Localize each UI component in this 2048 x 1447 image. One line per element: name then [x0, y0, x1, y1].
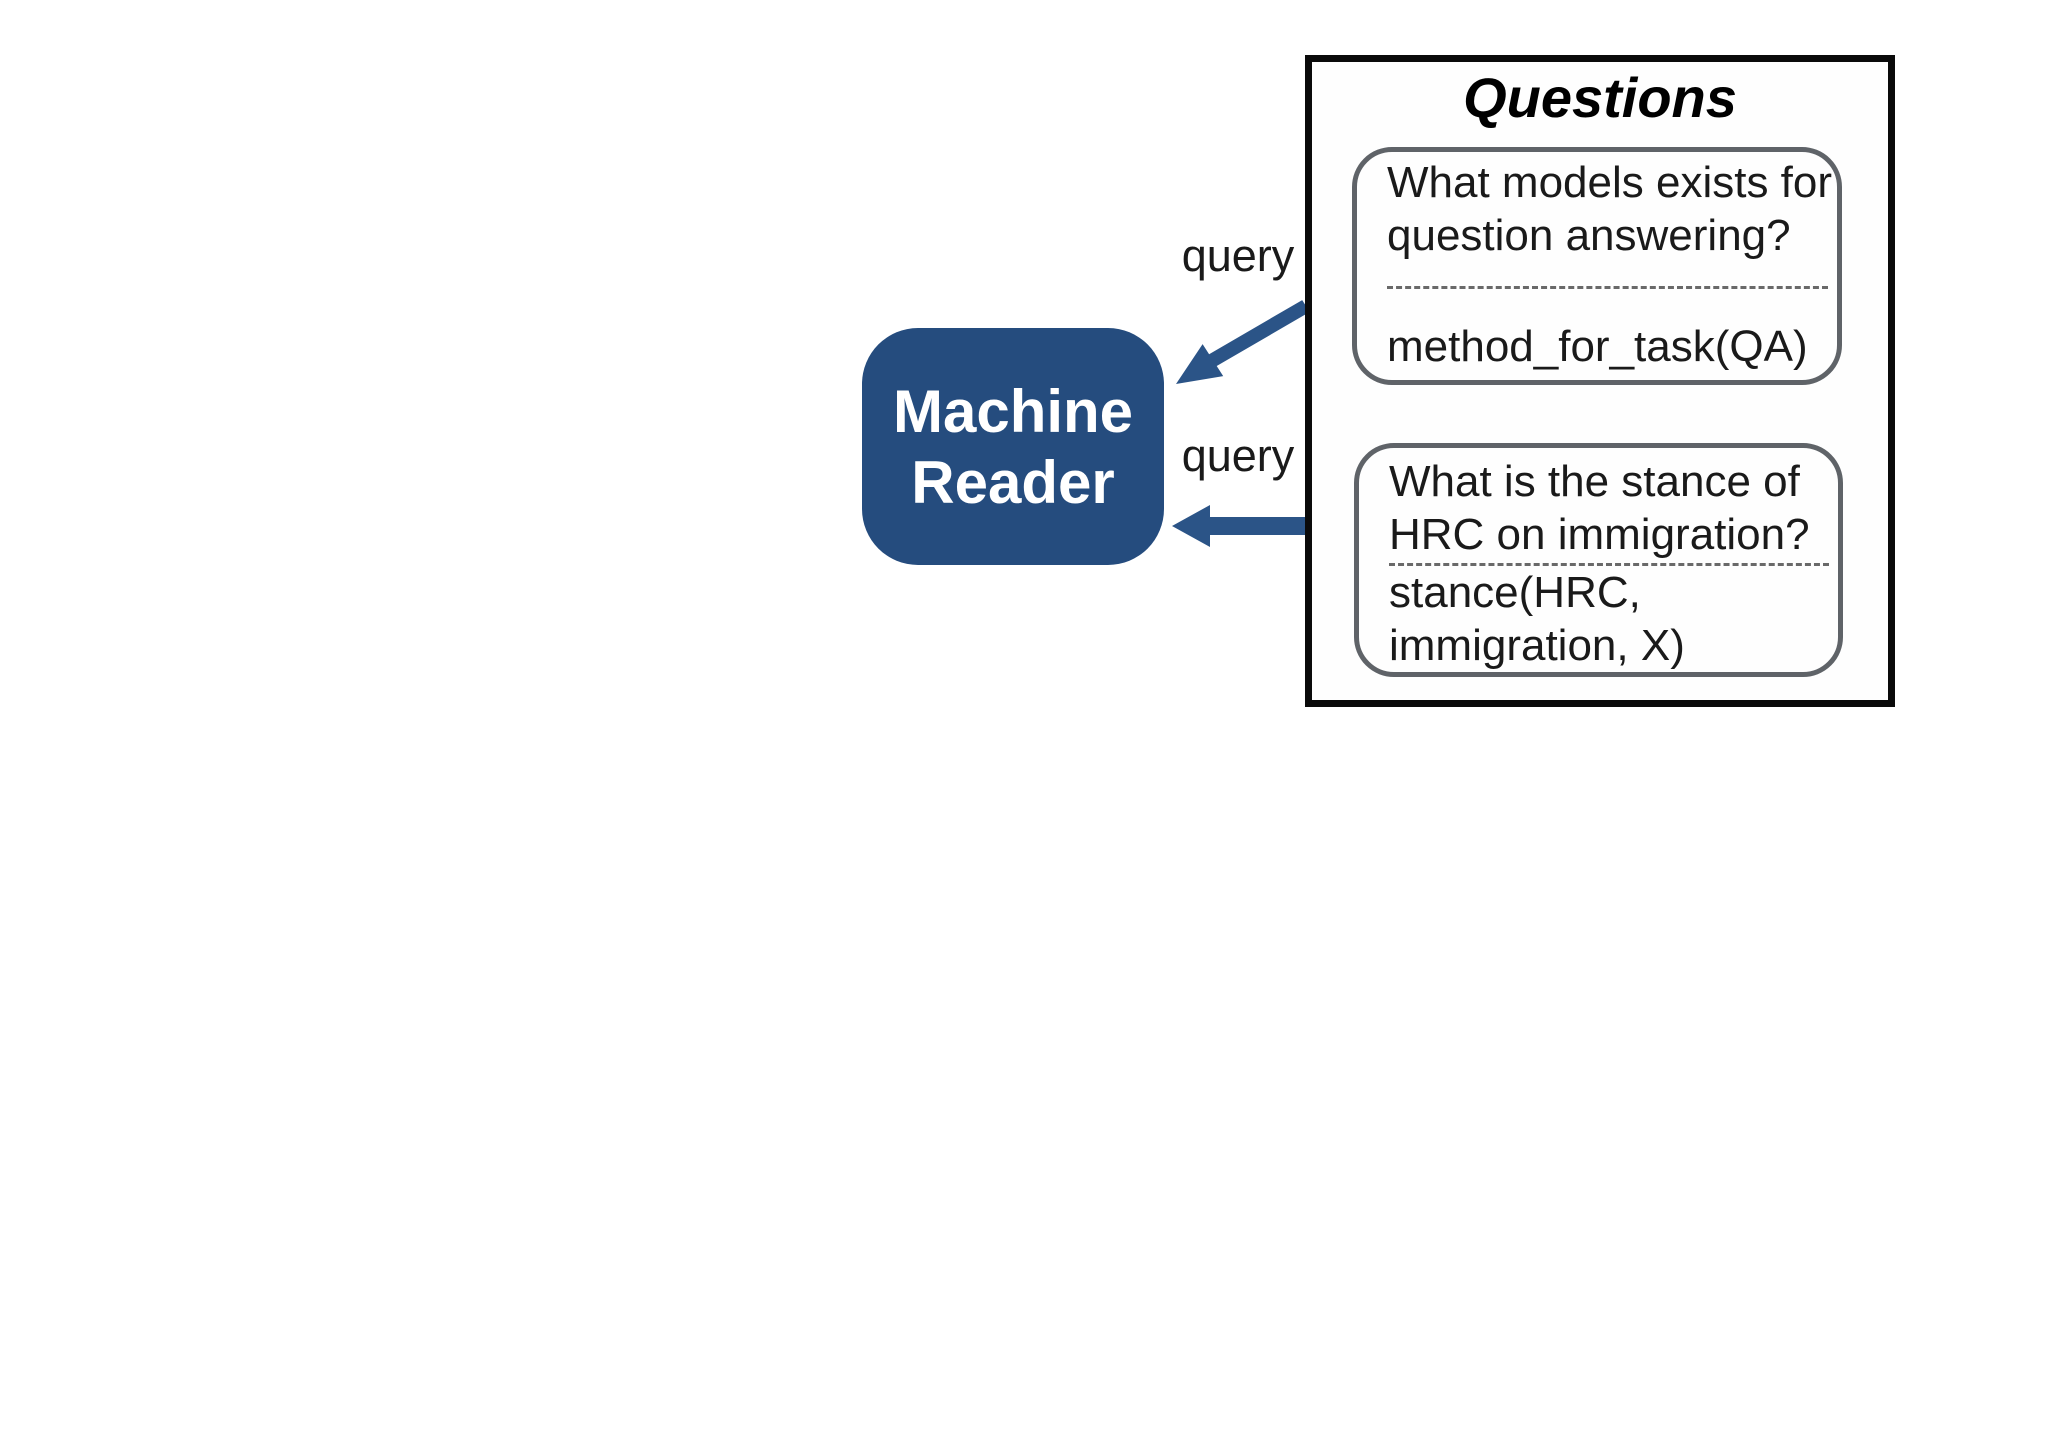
question-card-1: What models exists for question answerin… — [1352, 147, 1842, 385]
query-arrow-diagonal-icon — [1176, 300, 1310, 384]
question-1-divider — [1387, 286, 1828, 289]
question-card-2: What is the stance of HRC on immigration… — [1354, 443, 1843, 677]
question-1-text: What models exists for question answerin… — [1387, 156, 1837, 262]
question-1-formal-line1: method_for_task(QA) — [1387, 322, 1808, 371]
query-label-1: query — [1181, 230, 1295, 281]
question-2-formal-line2: immigration, X) — [1389, 621, 1685, 670]
question-2-formal-line1: stance(HRC, — [1389, 568, 1641, 617]
question-1-line1: What models exists for — [1387, 158, 1833, 207]
question-1-line2: question answering? — [1387, 211, 1791, 260]
questions-panel-title: Questions — [1463, 66, 1737, 129]
query-arrow-horizontal-icon — [1172, 505, 1310, 547]
machine-reader-node: Machine Reader — [862, 328, 1164, 565]
question-2-formal-query: stance(HRC, immigration, X) — [1389, 566, 1838, 672]
machine-reader-label-line1: Machine — [892, 377, 1134, 445]
question-2-line1: What is the stance of — [1389, 457, 1800, 506]
question-2-line2: HRC on immigration? — [1389, 510, 1810, 559]
question-2-divider — [1389, 563, 1829, 566]
question-1-formal-query: method_for_task(QA) — [1387, 320, 1837, 373]
query-label-2: query — [1181, 430, 1295, 481]
machine-reader-label-line2: Reader — [911, 448, 1115, 516]
question-2-text: What is the stance of HRC on immigration… — [1389, 455, 1838, 561]
